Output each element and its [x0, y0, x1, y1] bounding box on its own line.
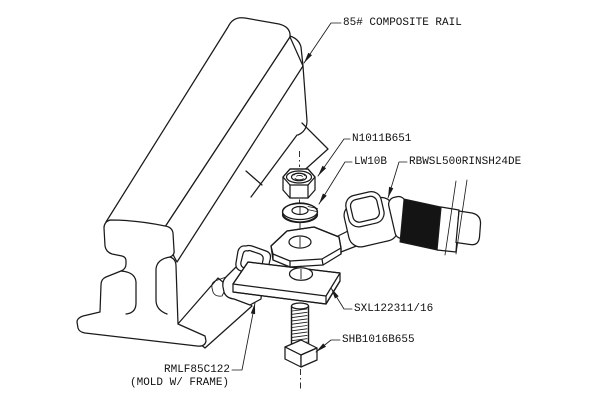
label-square-head-bolt: SHB1016B655: [342, 334, 415, 346]
cable-stub: [456, 211, 481, 245]
arrowhead-washer: [319, 193, 327, 204]
arrowhead-rail: [304, 52, 312, 63]
label-plate: SXL122311/16: [354, 303, 434, 315]
stud-top: [292, 303, 309, 309]
nut-chamfer: [287, 171, 312, 183]
leader-bolt: [316, 340, 340, 352]
bond-terminal-lug: [271, 223, 359, 267]
bolt-head-right: [301, 348, 317, 367]
leader-mold-frame: [232, 303, 255, 370]
leader-bond: [388, 162, 407, 198]
label-mold-frame-name: RMLF85C122: [164, 364, 231, 376]
arrowhead-nut: [318, 165, 327, 176]
boot-pad-inner: [349, 195, 381, 223]
boot-pad: [345, 190, 385, 228]
cable-break-lines: [445, 180, 467, 255]
label-nut: N1011B651: [352, 133, 412, 145]
cable-heat-shrink: [400, 199, 441, 250]
label-rail: 85# COMPOSITE RAIL: [343, 17, 462, 29]
arrowhead-bond: [388, 186, 394, 198]
center-line: [300, 151, 301, 391]
arrowhead-bolt: [316, 343, 326, 352]
washer-outer: [283, 204, 318, 220]
bond-boot: [343, 190, 413, 248]
label-mold-frame-note: (MOLD W/ FRAME): [130, 377, 230, 389]
arrowhead-plate: [331, 288, 339, 299]
leader-washer: [319, 162, 352, 204]
leader-rail: [304, 23, 341, 63]
flat-plate: [233, 262, 340, 304]
rail-cut-end: [290, 36, 307, 135]
leader-lines: [232, 23, 407, 370]
nut-threads: [294, 173, 305, 180]
arrowhead-mold-frame: [250, 303, 256, 315]
label-rail-bond: RBWSL500RINSH24DE: [409, 156, 522, 168]
washer-split: [308, 207, 318, 212]
stud-threads: [292, 309, 307, 344]
rail-web-fillets: [121, 257, 170, 314]
square-head-bolt: [285, 303, 317, 367]
lock-washer: [283, 200, 318, 223]
label-lock-washer: LW10B: [354, 156, 388, 168]
rail-profile-end-face: [77, 220, 206, 346]
bond-cable: [400, 180, 481, 255]
hex-nut: [283, 169, 315, 198]
clamp-hook-lip: [212, 277, 226, 296]
leader-nut: [318, 139, 350, 176]
cable-jacket: [437, 207, 459, 252]
composite-rail: [77, 18, 328, 348]
